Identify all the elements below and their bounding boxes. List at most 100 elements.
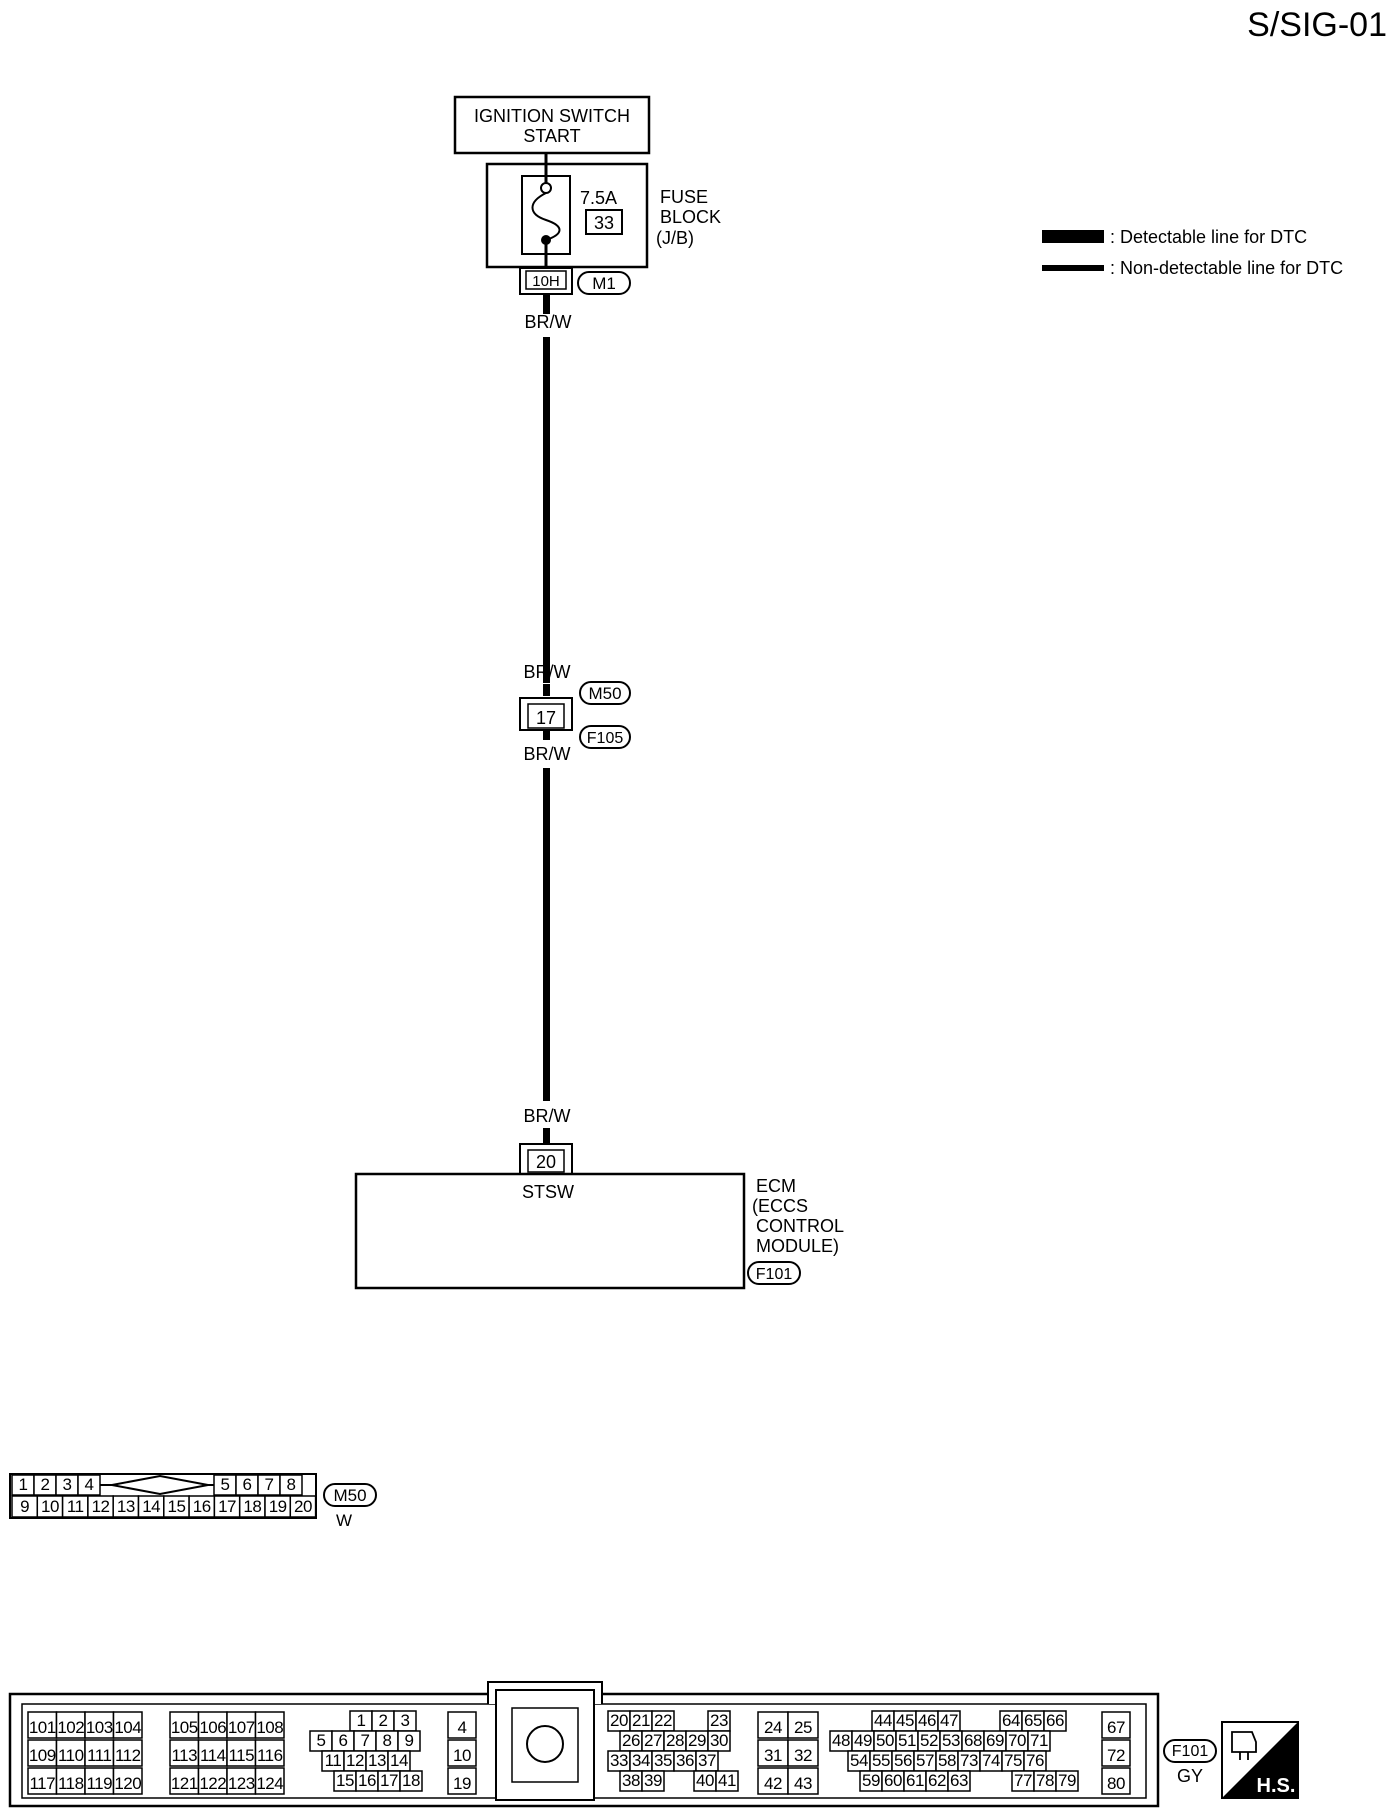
pin-number: 114 xyxy=(200,1746,226,1765)
pin-number: 71 xyxy=(1030,1731,1048,1750)
pin-number: 51 xyxy=(898,1731,916,1750)
fuse-rating: 7.5A xyxy=(580,188,617,208)
pin-number: 6 xyxy=(339,1731,348,1750)
legend-detectable-label: : Detectable line for DTC xyxy=(1110,227,1307,247)
joint-terminal-number: 17 xyxy=(536,708,556,728)
pin-cell xyxy=(254,1711,285,1739)
pin-number: 11 xyxy=(67,1497,84,1516)
connector-hand-icon xyxy=(1231,1731,1257,1760)
fuse-connector-id: M1 xyxy=(592,274,616,293)
pin-number: 69 xyxy=(986,1731,1004,1750)
pin-cell xyxy=(254,1739,285,1767)
pin-number: 9 xyxy=(405,1731,414,1750)
pin-number: 30 xyxy=(710,1731,728,1750)
detectable-wire-segment-1 xyxy=(543,294,550,314)
pin-number: 10 xyxy=(41,1497,59,1516)
pin-cell xyxy=(226,1739,257,1767)
pin-number: 115 xyxy=(228,1746,254,1765)
pin-number: 3 xyxy=(401,1711,410,1730)
pin-number: 104 xyxy=(114,1718,141,1737)
pin-number: 58 xyxy=(938,1751,956,1770)
pin-cell xyxy=(447,1711,477,1739)
pin-number: 66 xyxy=(1046,1711,1064,1730)
ecm-pin-name: STSW xyxy=(522,1182,574,1202)
pin-number: 76 xyxy=(1026,1751,1044,1770)
pin-number: 72 xyxy=(1107,1746,1125,1765)
pin-cell xyxy=(399,1770,423,1792)
pin-number: 26 xyxy=(622,1731,640,1750)
legend-non-detectable-swatch xyxy=(1042,265,1104,271)
fuse-top-terminal xyxy=(540,182,552,194)
fuse-block-label-3: (J/B) xyxy=(656,228,694,248)
pin-cell xyxy=(169,1767,200,1795)
pin-number: 77 xyxy=(1014,1771,1032,1790)
pin-number: 111 xyxy=(87,1746,111,1765)
pin-number: 5 xyxy=(221,1475,230,1494)
pin-cell xyxy=(112,1767,143,1795)
ecm-label-2: (ECCS xyxy=(752,1196,808,1216)
pin-cell xyxy=(947,1770,971,1792)
pin-number: 108 xyxy=(256,1718,283,1737)
pin-number: 68 xyxy=(964,1731,982,1750)
pin-cell xyxy=(1055,1770,1079,1792)
pin-cell xyxy=(197,1767,228,1795)
pin-number: 102 xyxy=(57,1718,84,1737)
pin-number: 25 xyxy=(794,1718,812,1737)
pin-number: 50 xyxy=(876,1731,894,1750)
pin-number: 123 xyxy=(228,1774,255,1793)
pin-cell xyxy=(254,1767,285,1795)
connector-center-icon xyxy=(526,1725,564,1763)
f101-view-connector-id: F101 xyxy=(1172,1743,1209,1760)
ecm-label-3: CONTROL xyxy=(756,1216,844,1236)
pin-number: 119 xyxy=(86,1774,112,1793)
pin-number: 29 xyxy=(688,1731,706,1750)
pin-cell xyxy=(1101,1739,1131,1767)
ignition-switch: IGNITION SWITCH START xyxy=(453,95,651,155)
pin-number: 7 xyxy=(361,1731,370,1750)
harness-side-badge: H.S. xyxy=(1221,1721,1299,1799)
pin-number: 105 xyxy=(171,1718,198,1737)
pin-number: 107 xyxy=(228,1718,255,1737)
pin-number: 43 xyxy=(794,1774,812,1793)
pin-cell xyxy=(715,1770,739,1792)
pin-number: 121 xyxy=(171,1774,198,1793)
pin-number: 103 xyxy=(86,1718,113,1737)
pin-number: 101 xyxy=(29,1718,56,1737)
pin-number: 14 xyxy=(390,1751,408,1770)
ignition-switch-start: START xyxy=(523,126,580,146)
pin-number: 10 xyxy=(453,1746,471,1765)
pin-number: 1 xyxy=(19,1475,28,1494)
pin-number: 57 xyxy=(916,1751,934,1770)
pin-cell xyxy=(112,1711,143,1739)
detectable-wire-segment-3 xyxy=(543,768,550,1101)
pin-number: 19 xyxy=(453,1774,471,1793)
pin-number: 11 xyxy=(325,1751,342,1770)
pin-number: 118 xyxy=(58,1774,84,1793)
pin-number: 2 xyxy=(379,1711,388,1730)
pin-cell xyxy=(55,1767,86,1795)
fuse-block-label-1: FUSE xyxy=(660,187,708,207)
pin-number: 33 xyxy=(610,1751,628,1770)
pin-number: 14 xyxy=(142,1497,160,1516)
pin-number: 42 xyxy=(764,1774,782,1793)
legend-detectable-swatch xyxy=(1042,230,1104,243)
pin-number: 106 xyxy=(199,1718,226,1737)
pin-number: 8 xyxy=(287,1475,296,1494)
pin-number: 48 xyxy=(832,1731,850,1750)
fuse-terminal-connector: 10H M1 xyxy=(519,267,631,295)
pin-number: 73 xyxy=(960,1751,978,1770)
pin-number: 22 xyxy=(654,1711,672,1730)
pin-number: 3 xyxy=(63,1475,72,1494)
pin-number: 38 xyxy=(622,1771,640,1790)
pin-number: 16 xyxy=(358,1771,376,1790)
pin-number: 46 xyxy=(918,1711,936,1730)
pin-number: 122 xyxy=(199,1774,226,1793)
pin-number: 34 xyxy=(632,1751,650,1770)
pin-number: 54 xyxy=(850,1751,868,1770)
wire-color-label-4: BR/W xyxy=(524,1106,571,1126)
ignition-switch-label: IGNITION SWITCH xyxy=(474,106,630,126)
pin-number: 47 xyxy=(940,1711,958,1730)
fuse-block: 7.5A 33 FUSE BLOCK (J/B) xyxy=(485,153,721,269)
legend: : Detectable line for DTC : Non-detectab… xyxy=(1042,227,1343,278)
